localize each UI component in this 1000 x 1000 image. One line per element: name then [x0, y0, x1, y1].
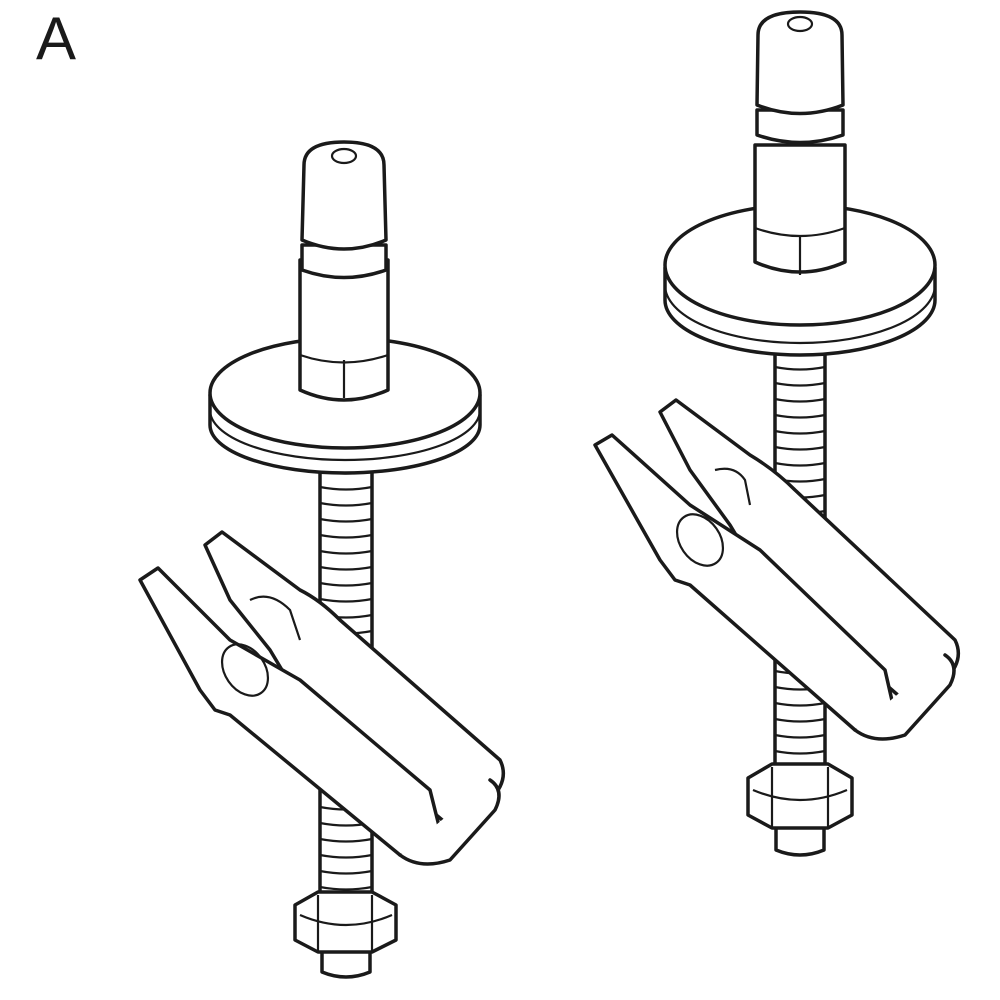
thread-line: [319, 581, 373, 587]
thread-line: [774, 461, 826, 467]
thread-line: [774, 733, 826, 739]
left-hex-nut: [293, 890, 398, 979]
thread-line: [319, 885, 373, 891]
thread-line: [319, 597, 373, 603]
thread-line: [774, 749, 826, 755]
right-bolt: [593, 10, 961, 857]
thread-line: [319, 517, 373, 523]
thread-line: [774, 701, 826, 707]
left-toggle-wing-front: [138, 566, 501, 866]
thread-line: [319, 853, 373, 859]
thread-line: [774, 397, 826, 403]
thread-line: [774, 365, 826, 371]
thread-line: [319, 533, 373, 539]
thread-line: [319, 485, 373, 491]
thread-line: [774, 413, 826, 419]
thread-line: [319, 565, 373, 571]
right-toggle-wing-front: [593, 433, 956, 741]
thread-line: [774, 381, 826, 387]
thread-line: [319, 501, 373, 507]
panel-label: A: [36, 5, 77, 72]
thread-line: [319, 837, 373, 843]
thread-line: [319, 869, 373, 875]
left-cap-nut: [298, 140, 390, 402]
thread-line: [774, 717, 826, 723]
right-hex-nut: [746, 762, 854, 857]
thread-line: [319, 549, 373, 555]
thread-line: [774, 445, 826, 451]
left-bolt: [138, 140, 506, 979]
thread-line: [774, 429, 826, 435]
right-cap-nut: [753, 10, 847, 275]
